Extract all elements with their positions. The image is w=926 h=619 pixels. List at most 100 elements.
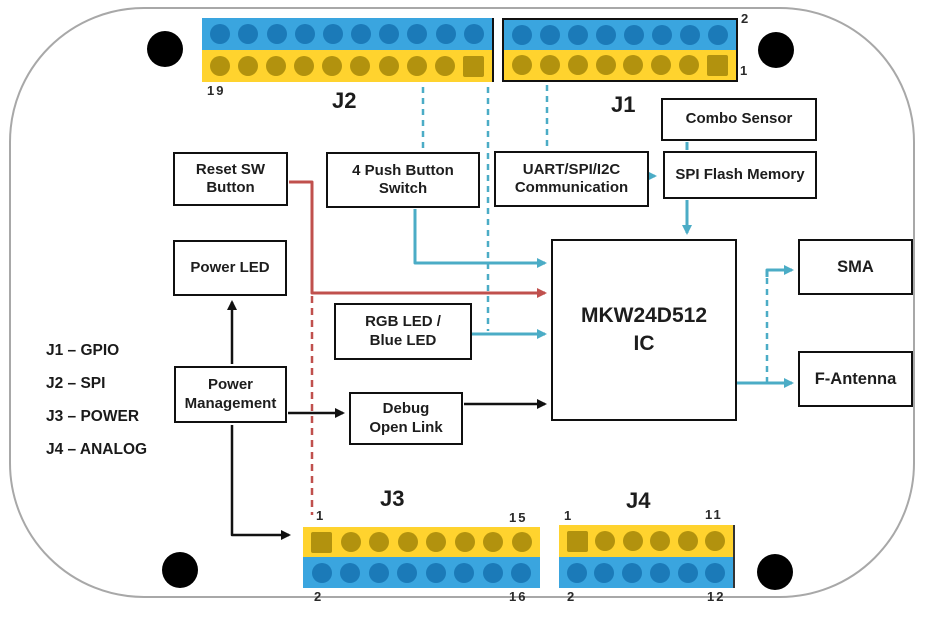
j3-pin (511, 532, 532, 552)
j4-pin11-label: 11 (705, 507, 723, 522)
j1-pin (651, 55, 672, 75)
j4-pin2-label: 2 (567, 589, 577, 604)
j3-pin (397, 562, 418, 583)
j3-pin (369, 532, 390, 552)
j2-pin (379, 24, 400, 44)
legend-j2-spi: J2 – SPI (46, 375, 106, 392)
connector-j4 (559, 525, 735, 588)
j4-pin (705, 531, 726, 551)
j1-pin2-label: 2 (741, 11, 751, 26)
j2-label: J2 (332, 88, 357, 113)
line-branch-to-sma (765, 265, 794, 277)
j2-pin (210, 24, 231, 44)
j1-pin (708, 25, 728, 45)
j1-pin (679, 55, 700, 75)
mount-hole-bottom-right (757, 554, 793, 590)
block-power-management: Power Management (174, 366, 287, 423)
j2-pin (407, 24, 428, 44)
j1-pin (596, 25, 616, 45)
j3-pin (311, 562, 332, 583)
j2-pin (322, 24, 343, 44)
j2-pin (351, 24, 372, 44)
mount-hole-top-left (147, 31, 183, 67)
j3-pin (340, 562, 361, 583)
j3-pin (397, 532, 418, 552)
block-f-antenna: F-Antenna (798, 351, 913, 407)
j1-pin (567, 55, 588, 75)
j4-pin (595, 531, 616, 551)
j4-label: J4 (626, 488, 651, 513)
j2-pin (435, 24, 456, 44)
block-debug-open-link: Debug Open Link (349, 392, 463, 445)
j3-pin (368, 562, 389, 583)
j2-pin (294, 56, 315, 76)
j3-pin (454, 532, 475, 552)
j2-pin (463, 24, 484, 44)
connector-j1 (502, 18, 738, 82)
j3-pin (483, 532, 504, 552)
j3-row-blue (303, 557, 540, 588)
j3-pin (425, 562, 446, 583)
j3-pin1-label: 1 (316, 508, 326, 523)
j3-pin (511, 562, 532, 583)
block-spi-flash-memory: SPI Flash Memory (663, 151, 817, 199)
j4-pin (677, 562, 698, 583)
line-pushbutton-to-ic (413, 209, 547, 268)
j1-pin (680, 25, 700, 45)
line-reset-to-ic (289, 180, 547, 298)
block-mkw24d512-ic: MKW24D512 IC (551, 239, 737, 421)
j3-pin15-label: 15 (509, 510, 528, 525)
j2-pin (322, 56, 343, 76)
j1-pin-square (707, 54, 728, 76)
j2-pin (294, 24, 315, 44)
j4-pin (649, 562, 670, 583)
mount-hole-top-right (758, 32, 794, 68)
legend-j3-power: J3 – POWER (46, 408, 140, 425)
j4-pin (677, 531, 698, 551)
j4-row-blue (559, 557, 733, 588)
j2-pin (266, 56, 287, 76)
j3-pin (454, 562, 475, 583)
j1-pin (540, 25, 560, 45)
j1-pin (512, 25, 532, 45)
j1-pin (652, 25, 672, 45)
j1-pin (595, 55, 616, 75)
j4-pin (594, 562, 615, 583)
j3-pin (340, 532, 361, 552)
block-rgb-led: RGB LED / Blue LED (334, 303, 472, 360)
connector-j3 (303, 527, 540, 588)
j2-pin (434, 56, 455, 76)
block-power-led: Power LED (173, 240, 287, 296)
j1-label: J1 (611, 92, 636, 117)
j2-pin (238, 56, 259, 76)
block-uart-spi-i2c: UART/SPI/I2C Communication (494, 151, 649, 207)
j4-pin (705, 562, 726, 583)
j1-pin (624, 25, 644, 45)
j1-pin1-label: 1 (740, 63, 750, 78)
j2-pin (378, 56, 399, 76)
j3-label: J3 (380, 486, 405, 511)
j3-pin-square (311, 531, 333, 553)
j2-pin (238, 24, 259, 44)
j1-row-yellow (504, 50, 736, 80)
j3-row-yellow (303, 527, 540, 557)
j2-row-blue (202, 18, 492, 50)
legend-j1-gpio: J1 – GPIO (46, 342, 120, 359)
j4-row-yellow (559, 525, 733, 557)
j1-pin (539, 55, 560, 75)
j2-pin (350, 56, 371, 76)
line-pm-to-j3 (230, 425, 291, 540)
j2-pin (210, 56, 231, 76)
j3-pin (482, 562, 503, 583)
j3-pin (426, 532, 447, 552)
j1-pin (568, 25, 588, 45)
j3-pin2-label: 2 (314, 589, 324, 604)
connector-j2 (202, 18, 494, 82)
j1-row-blue (504, 20, 736, 50)
j2-pin-square (462, 55, 484, 77)
j4-pin-square (566, 530, 588, 552)
j4-pin (622, 562, 643, 583)
board-outline (9, 7, 915, 598)
j1-pin (511, 55, 532, 75)
